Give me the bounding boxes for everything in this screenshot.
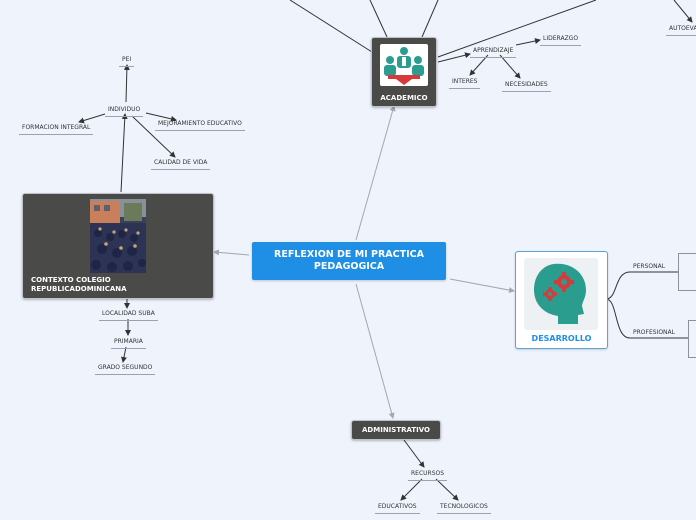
label-profesional[interactable]: PROFESIONAL [633, 329, 675, 336]
label-localidad-suba[interactable]: LOCALIDAD SUBA [99, 310, 158, 321]
contexto-label-line1: CONTEXTO COLEGIO [31, 276, 111, 284]
label-educativos[interactable]: EDUCATIVOS [375, 503, 420, 514]
label-calidad-de-vida[interactable]: CALIDAD DE VIDA [151, 159, 211, 170]
academico-node[interactable]: ACADEMICO [371, 37, 437, 107]
label-tecnologicos[interactable]: TECNOLOGICOS [437, 503, 491, 514]
label-primaria[interactable]: PRIMARIA [111, 338, 146, 349]
contexto-label: CONTEXTO COLEGIO REPUBLICADOMINICANA [31, 276, 127, 294]
label-autoevaluacion[interactable]: AUTOEVA [666, 25, 696, 36]
label-necesidades[interactable]: NECESIDADES [502, 81, 551, 92]
contexto-node[interactable]: CONTEXTO COLEGIO REPUBLICADOMINICANA [22, 193, 214, 299]
teachers-icon [380, 44, 428, 86]
label-aprendizaje[interactable]: APRENDIZAJE [470, 47, 517, 58]
label-pei[interactable]: PEI [119, 56, 135, 67]
personal-subitems-bracket [678, 253, 696, 291]
classroom-photo [90, 199, 146, 273]
administrativo-node[interactable]: ADMINISTRATIVO [351, 420, 441, 440]
label-mejoramiento-educativo[interactable]: MEJORAMIENTO EDUCATIVO [155, 120, 245, 131]
profesional-subitems-bracket [688, 320, 696, 358]
central-title-line1: REFLEXION DE MI PRACTICA [274, 249, 424, 260]
desarrollo-node[interactable]: DESARROLLO [515, 251, 608, 349]
label-recursos[interactable]: RECURSOS [408, 470, 448, 481]
label-grado-segundo[interactable]: GRADO SEGUNDO [95, 364, 156, 375]
label-formacion-integral[interactable]: FORMACION INTEGRAL [19, 124, 94, 135]
contexto-label-line2: REPUBLICADOMINICANA [31, 285, 127, 293]
head-gears-icon [524, 258, 598, 330]
label-interes[interactable]: INTERES [449, 78, 481, 89]
academico-label: ACADEMICO [380, 94, 428, 102]
desarrollo-label: DESARROLLO [531, 334, 592, 343]
label-individuo[interactable]: INDIVIDUO [105, 106, 144, 117]
label-liderazgo[interactable]: LIDERAZGO [540, 35, 582, 46]
central-title-line2: PEDAGOGICA [313, 261, 385, 272]
label-personal[interactable]: PERSONAL [633, 263, 666, 270]
administrativo-label: ADMINISTRATIVO [362, 426, 430, 434]
central-topic[interactable]: REFLEXION DE MI PRACTICA PEDAGOGICA [252, 242, 446, 280]
